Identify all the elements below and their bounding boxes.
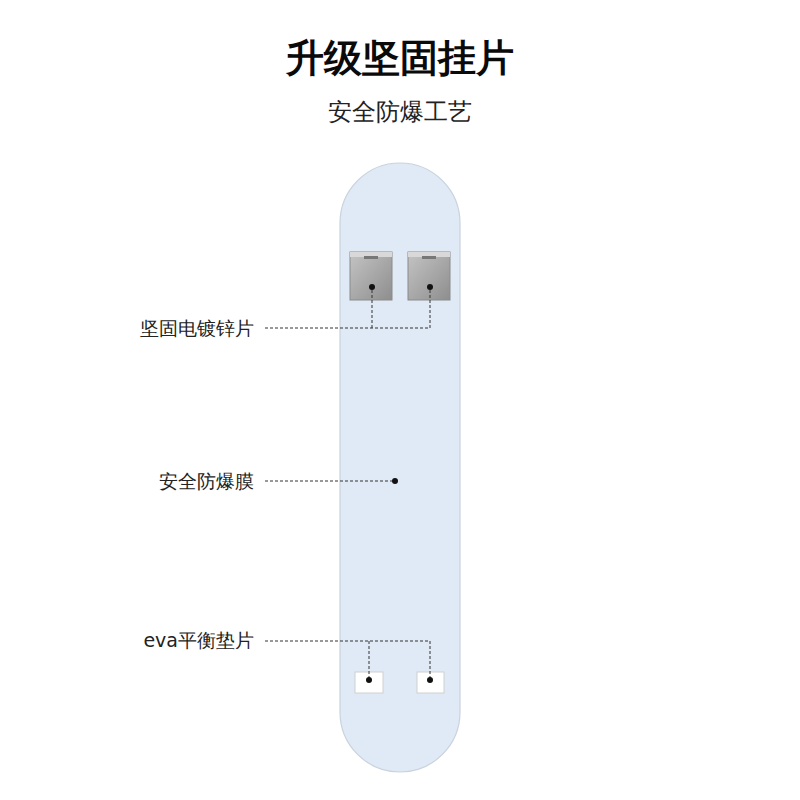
subtitle: 安全防爆工艺	[0, 98, 800, 127]
leader-lines	[265, 287, 430, 680]
zinc-plates	[350, 252, 450, 300]
leader-dots	[366, 284, 433, 683]
callout-label: 安全防爆膜	[159, 470, 254, 493]
diagram-title: 升级坚固挂片	[0, 36, 800, 82]
mirror-body	[340, 163, 460, 772]
callout-label: eva平衡垫片	[143, 629, 254, 652]
eva-pads	[355, 672, 444, 693]
callout-label: 坚固电镀锌片	[140, 317, 254, 340]
